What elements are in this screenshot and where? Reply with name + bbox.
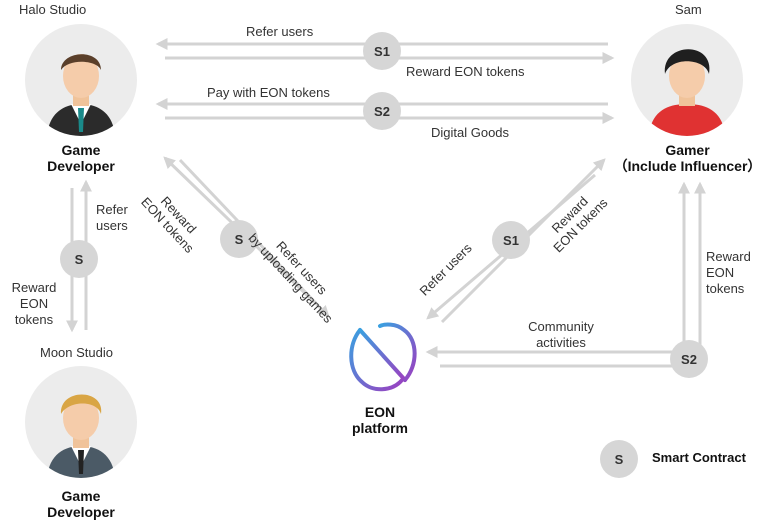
label-community: Community activities bbox=[516, 319, 606, 351]
moon-role: Game Developer bbox=[31, 488, 131, 520]
moon-role-line2: Developer bbox=[47, 504, 115, 520]
sam-role-line1: Gamer bbox=[665, 142, 710, 158]
game-developer-avatar-icon bbox=[47, 394, 115, 478]
label-refer-users-left: Refer users bbox=[96, 202, 128, 234]
label-digital-goods: Digital Goods bbox=[431, 125, 510, 140]
legend-badge: S bbox=[600, 440, 638, 478]
moon-avatar bbox=[25, 366, 137, 478]
halo-avatar bbox=[25, 24, 137, 136]
label-refer-users-top: Refer users bbox=[246, 24, 314, 39]
label-reward-left-l2: EON bbox=[19, 296, 49, 311]
label-reward-left-l1: Reward bbox=[11, 280, 57, 295]
label-reward-left: Reward EON tokens bbox=[4, 280, 64, 328]
label-reward-right-l2: EON bbox=[706, 265, 735, 280]
label-reward-left-l3: tokens bbox=[14, 312, 54, 327]
badge-s1-top: S1 bbox=[363, 32, 401, 70]
gamer-avatar-icon bbox=[649, 49, 725, 136]
label-refer-users-left-l1: Refer bbox=[96, 202, 128, 217]
halo-studio-name: Halo Studio bbox=[19, 2, 87, 17]
sam-avatar bbox=[631, 24, 743, 136]
badge-s-left: S bbox=[60, 240, 98, 278]
moon-studio-name: Moon Studio bbox=[40, 345, 113, 360]
label-pay-eon: Pay with EON tokens bbox=[207, 85, 330, 100]
badge-s-diag: S bbox=[220, 220, 258, 258]
eon-platform-line1: EON bbox=[364, 404, 396, 420]
badge-s2-top: S2 bbox=[363, 92, 401, 130]
sam-role: Gamer （Include Influencer） bbox=[610, 142, 765, 174]
halo-role-line2: Developer bbox=[47, 158, 115, 174]
label-reward-right-l3: tokens bbox=[706, 281, 745, 296]
legend-label: Smart Contract bbox=[652, 450, 746, 465]
halo-role: Game Developer bbox=[31, 142, 131, 174]
moon-role-line1: Game bbox=[61, 488, 101, 504]
label-community-l2: activities bbox=[536, 335, 586, 350]
sam-name: Sam bbox=[675, 2, 702, 17]
eon-platform-label: EON platform bbox=[340, 404, 420, 436]
label-community-l1: Community bbox=[528, 319, 594, 334]
label-refer-users-left-l2: users bbox=[96, 218, 128, 233]
eon-platform-line2: platform bbox=[352, 420, 408, 436]
badge-s2-bottom: S2 bbox=[670, 340, 708, 378]
label-reward-top: Reward EON tokens bbox=[406, 64, 525, 79]
sam-role-line2: （Include Influencer） bbox=[613, 158, 762, 174]
label-reward-right-l1: Reward bbox=[706, 249, 751, 264]
eon-logo-icon bbox=[349, 322, 417, 392]
badge-s1-diag: S1 bbox=[492, 221, 530, 259]
game-developer-avatar-icon bbox=[47, 54, 115, 136]
halo-role-line1: Game bbox=[61, 142, 101, 158]
label-reward-right: Reward EON tokens bbox=[706, 249, 751, 297]
